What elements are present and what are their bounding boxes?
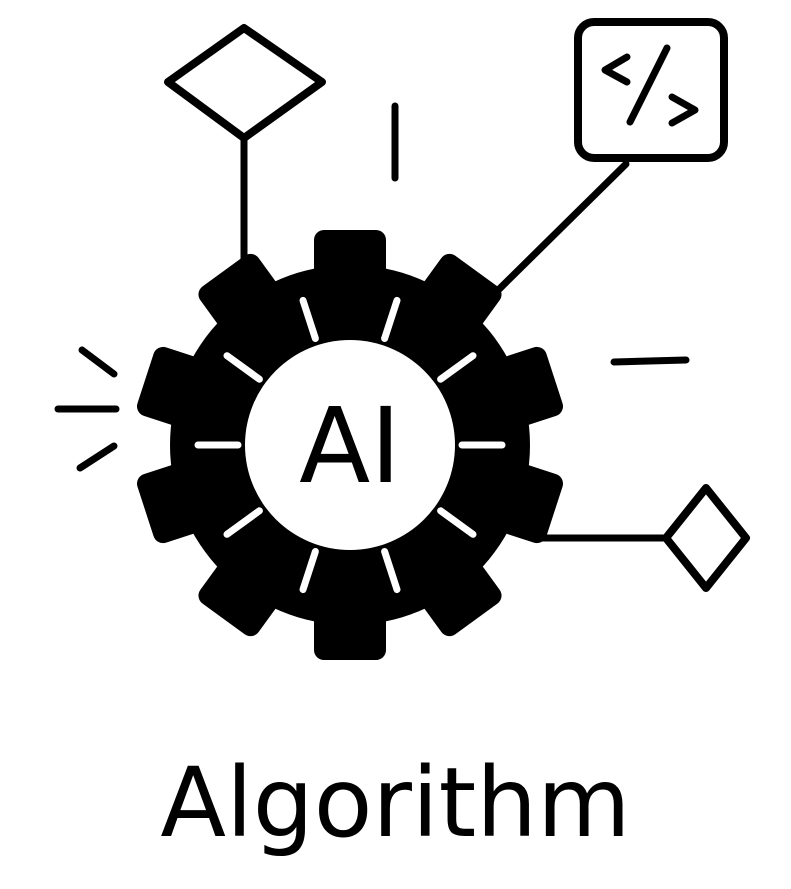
spark-dash-right xyxy=(610,356,690,366)
diamond-top-left-icon xyxy=(164,24,326,142)
gear-spoke xyxy=(299,548,319,594)
gear-spoke xyxy=(299,296,319,342)
gear-center-disc xyxy=(245,340,455,550)
gear-spoke xyxy=(381,548,401,594)
code-chevron-right-icon xyxy=(668,93,699,127)
code-slash-icon xyxy=(626,44,671,126)
gear-spoke xyxy=(223,507,263,538)
connector-line-right-top xyxy=(476,160,630,312)
gear-spoke xyxy=(223,352,263,383)
code-chevron-left-icon xyxy=(601,53,631,86)
ai-center-label: AI xyxy=(299,385,401,507)
gear-spoke xyxy=(381,296,401,342)
spark-dash-left-top xyxy=(78,346,118,378)
caption-title: Algorithm xyxy=(160,747,631,859)
spark-dash-left-bottom xyxy=(76,442,118,472)
gear-spoke xyxy=(437,352,477,383)
code-box-icon xyxy=(574,18,728,162)
diamond-right-icon xyxy=(662,484,750,592)
gear-spoke xyxy=(437,507,477,538)
